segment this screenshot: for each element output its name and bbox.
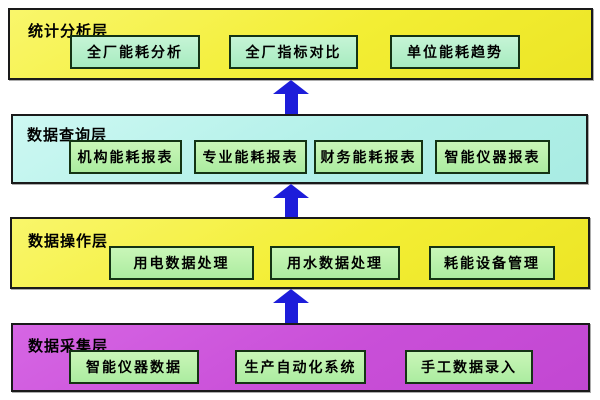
up-arrow-shaft	[284, 303, 298, 323]
node-energy-equipment-management[interactable]: 耗能设备管理	[429, 246, 555, 280]
node-electricity-data-processing[interactable]: 用电数据处理	[109, 246, 254, 280]
node-finance-energy-report[interactable]: 财务能耗报表	[314, 140, 423, 174]
node-org-energy-report[interactable]: 机构能耗报表	[69, 140, 182, 174]
layer-title: 数据操作层	[28, 233, 109, 250]
up-arrow-head	[273, 80, 309, 94]
node-smart-meter-report[interactable]: 智能仪器报表	[435, 140, 550, 174]
up-arrow-icon	[273, 184, 309, 217]
node-plant-energy-analysis[interactable]: 全厂能耗分析	[70, 35, 200, 69]
node-plant-indicator-compare[interactable]: 全厂指标对比	[229, 35, 358, 69]
up-arrow-shaft	[284, 94, 298, 114]
layer-data-operation: 数据操作层 用电数据处理 用水数据处理 耗能设备管理	[10, 217, 590, 289]
layer-title: 数据查询层	[27, 127, 108, 144]
node-production-automation-system[interactable]: 生产自动化系统	[235, 350, 366, 384]
layer-stats-analysis: 统计分析层 全厂能耗分析 全厂指标对比 单位能耗趋势	[8, 8, 593, 80]
layer-data-collection: 数据采集层 智能仪器数据 生产自动化系统 手工数据录入	[11, 323, 590, 392]
up-arrow-head	[273, 289, 309, 303]
node-specialty-energy-report[interactable]: 专业能耗报表	[194, 140, 307, 174]
layer-data-query: 数据查询层 机构能耗报表 专业能耗报表 财务能耗报表 智能仪器报表	[11, 114, 588, 184]
up-arrow-icon	[273, 80, 309, 114]
node-water-data-processing[interactable]: 用水数据处理	[270, 246, 400, 280]
node-smart-meter-data[interactable]: 智能仪器数据	[69, 350, 199, 384]
up-arrow-icon	[273, 289, 309, 323]
node-manual-data-entry[interactable]: 手工数据录入	[405, 350, 533, 384]
up-arrow-head	[273, 184, 309, 198]
up-arrow-shaft	[284, 198, 298, 217]
node-unit-energy-trend[interactable]: 单位能耗趋势	[390, 35, 520, 69]
